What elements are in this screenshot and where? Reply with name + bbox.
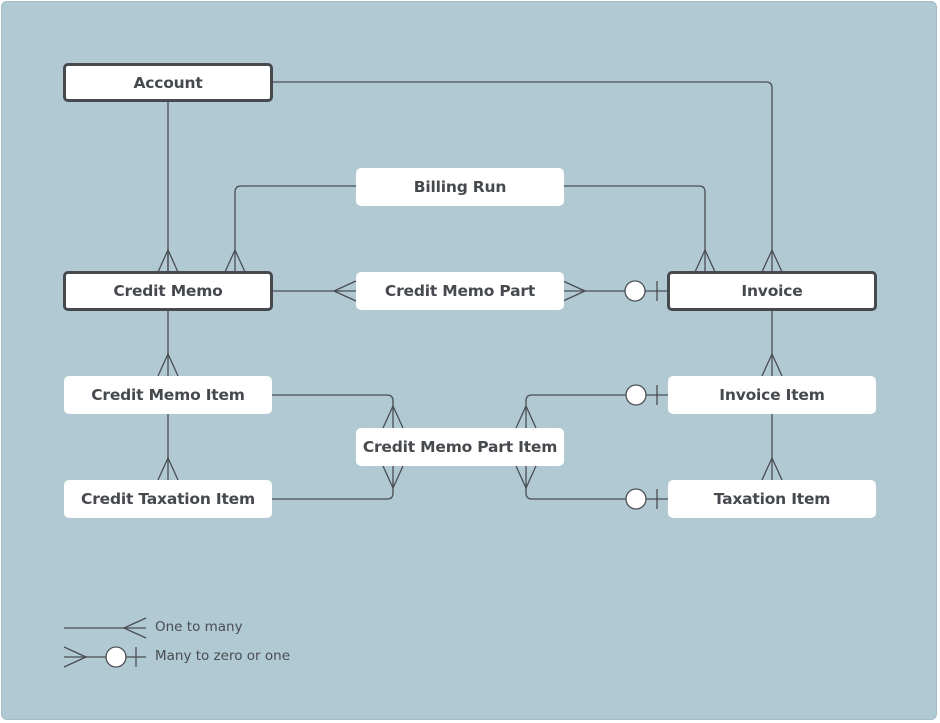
zero-circle-taxation-item [625, 488, 647, 510]
entity-credit-memo[interactable]: Credit Memo [63, 271, 273, 311]
entity-credit-memo-part-item[interactable]: Credit Memo Part Item [356, 428, 564, 466]
crowfoot-invoice-item-from-invoice [761, 353, 783, 377]
legend-many-crowfoot [63, 646, 87, 668]
edge-account-invoice [272, 81, 773, 272]
crowfoot-credit-memo-from-billing-run [224, 249, 246, 273]
crowfoot-credit-memo-from-account [157, 249, 179, 273]
legend-one-to-many-label: One to many [155, 619, 243, 635]
entity-taxation-item-label: Taxation Item [713, 490, 831, 508]
entity-credit-memo-part-label: Credit Memo Part [384, 282, 536, 300]
crowfoot-cm-part-from-credit-memo [333, 280, 357, 302]
legend-one-to-many-crowfoot [123, 617, 147, 639]
zero-circle-invoice-item [625, 384, 647, 406]
entity-billing-run-label: Billing Run [413, 178, 507, 196]
entity-taxation-item[interactable]: Taxation Item [668, 480, 876, 518]
entity-invoice-item[interactable]: Invoice Item [668, 376, 876, 414]
edge-cm-part-item-taxation-item [525, 466, 668, 500]
legend-zero-circle [105, 646, 127, 668]
entity-credit-memo-label: Credit Memo [113, 282, 223, 300]
zero-circle-invoice [624, 280, 646, 302]
crowfoot-cm-item-from-credit-memo [157, 353, 179, 377]
crowfoot-cm-part-item-many-top [515, 405, 537, 429]
entity-credit-memo-item-label: Credit Memo Item [91, 386, 245, 404]
entity-credit-memo-part-item-label: Credit Memo Part Item [362, 438, 558, 456]
entity-invoice-label: Invoice [741, 282, 803, 300]
edge-credit-tax-cm-part-item [272, 466, 394, 500]
crowfoot-cm-part-many [562, 280, 586, 302]
crowfoot-cm-part-item-from-cm-item [382, 405, 404, 429]
entity-invoice-item-label: Invoice Item [719, 386, 825, 404]
crowfoot-invoice-from-account [761, 249, 783, 273]
crowfoot-cm-part-item-from-credit-tax [382, 465, 404, 489]
entity-billing-run[interactable]: Billing Run [356, 168, 564, 206]
crowfoot-invoice-from-billing-run [694, 249, 716, 273]
crowfoot-cm-part-item-many-bottom [515, 465, 537, 489]
edge-cm-part-item-invoice-item [525, 394, 668, 428]
crowfoot-taxation-from-invoice-item [761, 457, 783, 481]
edge-billing-run-credit-memo [234, 185, 356, 272]
legend-many-to-zero-or-one-label: Many to zero or one [155, 648, 291, 664]
edge-cm-item-cm-part-item [272, 394, 394, 428]
entity-credit-taxation-item-label: Credit Taxation Item [81, 490, 255, 508]
entity-account-label: Account [133, 73, 203, 92]
entity-credit-memo-item[interactable]: Credit Memo Item [64, 376, 272, 414]
entity-credit-taxation-item[interactable]: Credit Taxation Item [64, 480, 272, 518]
edge-billing-run-invoice [563, 185, 706, 272]
entity-account[interactable]: Account [63, 63, 273, 102]
crowfoot-credit-tax-from-cm-item [157, 457, 179, 481]
entity-credit-memo-part[interactable]: Credit Memo Part [356, 272, 564, 310]
entity-invoice[interactable]: Invoice [667, 271, 877, 311]
